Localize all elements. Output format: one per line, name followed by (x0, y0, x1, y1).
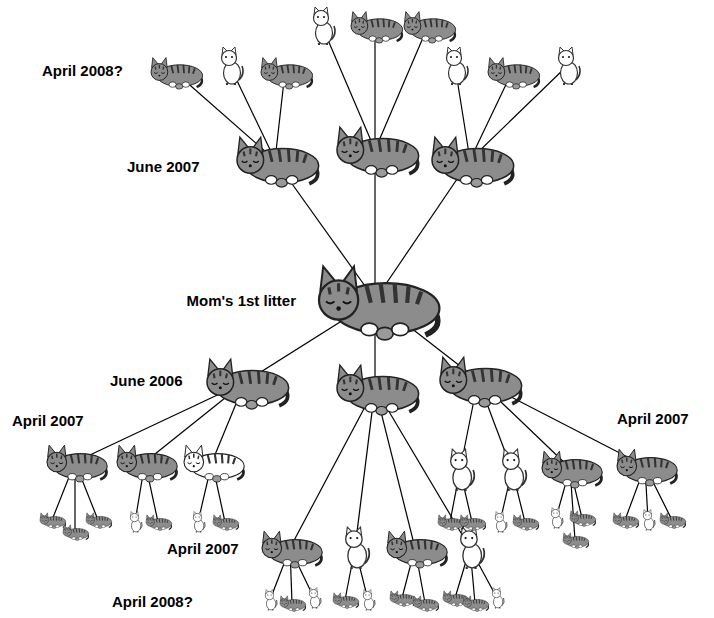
sleeping-cat (280, 596, 306, 612)
family-line (375, 26, 428, 150)
standing-cat (643, 510, 655, 531)
sleeping-cat (488, 58, 540, 90)
standing-cat (309, 588, 321, 609)
sleeping-cat (542, 451, 602, 488)
standing-cat (265, 590, 277, 611)
sleeping-cat (117, 445, 177, 482)
standing-cat (461, 527, 485, 569)
sleeping-cat (86, 513, 112, 529)
date-label: June 2007 (125, 158, 202, 176)
sleeping-cat (563, 533, 589, 549)
standing-cat (451, 449, 475, 491)
date-label: April 2007 (10, 412, 86, 430)
sleeping-cat (40, 513, 66, 529)
sleeping-cat (387, 531, 447, 568)
date-label: April 2008? (40, 62, 125, 80)
date-label: June 2006 (108, 372, 185, 390)
sleeping-cat (463, 596, 489, 612)
sleeping-cat (261, 58, 313, 90)
sleeping-cat (413, 596, 439, 612)
family-line (322, 26, 375, 150)
sleeping-cat (390, 591, 416, 607)
standing-cat (346, 527, 370, 569)
sleeping-cat (63, 525, 89, 541)
standing-cat (193, 512, 205, 533)
standing-cat (551, 508, 563, 529)
sleeping-cat (333, 593, 359, 609)
sleeping-cat (570, 511, 596, 527)
sleeping-cat (47, 445, 107, 482)
sleeping-cat (207, 359, 289, 409)
standing-cat (130, 512, 142, 533)
sleeping-cat (319, 266, 439, 340)
sleeping-cat (213, 515, 239, 531)
sleeping-cat (460, 515, 486, 531)
sleeping-cat (337, 127, 419, 177)
date-label: April 2008? (110, 593, 195, 611)
sleeping-cat (237, 137, 319, 187)
standing-cat (492, 588, 504, 609)
sleeping-cat (440, 357, 522, 407)
date-label: Mom's 1st litter (185, 292, 298, 310)
family-line (290, 388, 375, 548)
date-label: April 2007 (165, 540, 241, 558)
standing-cat (559, 47, 581, 85)
family-line (374, 26, 375, 150)
standing-cat (222, 47, 244, 85)
sleeping-cat (146, 515, 172, 531)
standing-cat (447, 47, 469, 85)
sleeping-cat (513, 515, 539, 531)
standing-cat (363, 590, 375, 611)
sleeping-cat (613, 513, 639, 529)
sleeping-cat (262, 531, 322, 568)
standing-cat (503, 449, 527, 491)
sleeping-cat (660, 513, 686, 529)
standing-cat (314, 7, 336, 45)
sleeping-cat (617, 449, 677, 486)
sleeping-cat (404, 12, 456, 44)
sleeping-cat (351, 12, 403, 44)
sleeping-cat (184, 445, 244, 482)
family-line (375, 160, 470, 300)
sleeping-cat (432, 137, 514, 187)
standing-cat (495, 512, 507, 533)
family-lines (52, 26, 672, 603)
date-label: April 2007 (615, 410, 691, 428)
sleeping-cat (337, 365, 419, 415)
sleeping-cat (151, 58, 203, 90)
cat-figures (40, 7, 686, 612)
